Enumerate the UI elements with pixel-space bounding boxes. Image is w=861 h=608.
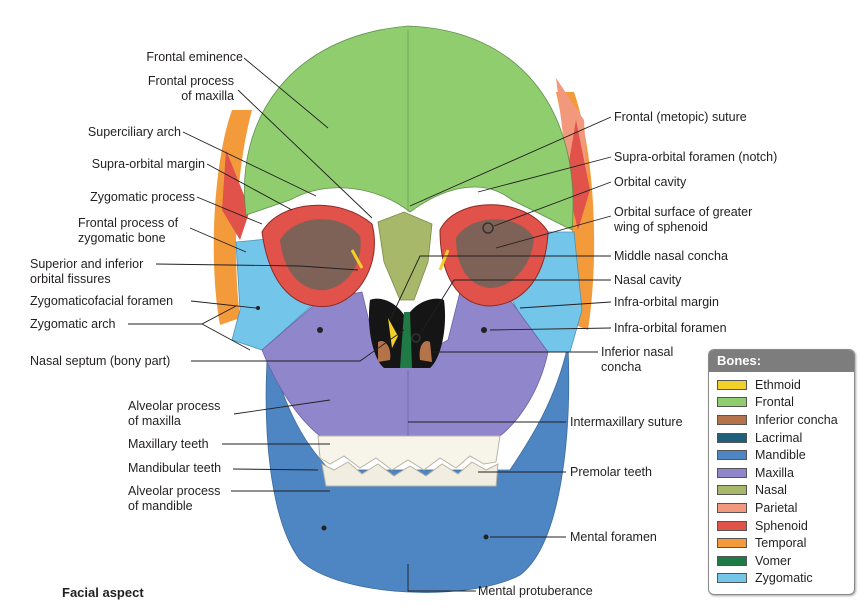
sphenoid-bone-left [222,150,250,240]
legend-item-mandible: Mandible [717,446,854,464]
legend-swatch [717,414,747,425]
label-zygomaticofacial-foramen: Zygomaticofacial foramen [30,294,174,308]
legend-swatch [717,450,747,461]
leader-lines-right [389,116,612,592]
nasal-septum [400,312,412,368]
legend-swatch [717,485,747,496]
legend-label: Sphenoid [755,518,808,533]
label-zygomatic-arch: Zygomatic arch [30,317,116,331]
nasal-cavity-marker [411,333,421,343]
legend-label: Parietal [755,500,798,515]
legend-title: Bones: [709,350,854,372]
label-zygomatic-process: Zygomatic process [90,190,195,204]
label-intermaxillary-suture: Intermaxillary suture [570,415,683,429]
legend-item-lacrimal: Lacrimal [717,429,854,447]
label-supra-orbital-margin: Supra-orbital margin [91,157,205,171]
legend-swatch [717,467,747,478]
legend-label: Frontal [755,395,794,410]
legend-item-frontal: Frontal [717,394,854,412]
label-supra-orbital-foramen: Supra-orbital foramen (notch) [614,150,778,164]
legend-item-sphenoid: Sphenoid [717,517,854,535]
legend-swatch [717,397,747,408]
nasal-bone [377,211,433,301]
legend-item-zygomatic: Zygomatic [717,570,854,588]
label-maxillary-teeth: Maxillary teeth [128,437,209,451]
label-orbital-fissures: Superior and inferior orbital fissures [30,257,144,286]
label-orbital-cavity: Orbital cavity [614,175,687,189]
label-alveolar-process-of-mandible: Alveolar process of mandible [128,484,221,513]
label-premolar-teeth: Premolar teeth [570,465,652,479]
legend-swatch [717,379,747,390]
label-middle-nasal-concha: Middle nasal concha [614,249,728,263]
label-frontal-metopic-suture: Frontal (metopic) suture [614,110,747,124]
figure-caption: Facial aspect [62,585,144,600]
mental-foramen-left [321,525,327,531]
legend-swatch [717,555,747,566]
label-superciliary-arch: Superciliary arch [87,125,181,139]
orbit-shadow-left [280,219,361,291]
label-frontal-eminence: Frontal eminence [146,50,243,64]
legend-item-maxilla: Maxilla [717,464,854,482]
orbit-shadow-right [456,219,534,288]
label-nasal-cavity: Nasal cavity [614,273,682,287]
legend-label: Ethmoid [755,377,801,392]
label-mental-foramen: Mental foramen [570,530,657,544]
legend-label: Vomer [755,553,792,568]
legend-label: Temporal [755,536,807,551]
frontal-bone [244,25,574,231]
legend-swatch [717,538,747,549]
mandibular-teeth [321,461,499,487]
label-infra-orbital-margin: Infra-orbital margin [614,295,719,309]
legend-label: Maxilla [755,465,794,480]
legend-swatch [717,573,747,584]
legend-label: Nasal [755,483,787,498]
legend-swatch [717,502,747,513]
legend-swatch [717,520,747,531]
label-frontal-process-of-zygomatic-bone: Frontal process of zygomatic bone [78,216,179,245]
middle-concha [388,318,398,348]
legend-swatch [717,432,747,443]
label-alveolar-process-of-maxilla: Alveolar process of maxilla [128,399,221,428]
legend-label: Lacrimal [755,430,803,445]
orbital-fissure-left [350,249,364,269]
legend-label: Inferior concha [755,412,838,427]
legend-label: Mandible [755,448,806,463]
mental-foramen-right [483,534,489,540]
legend-item-inferior-concha: Inferior concha [717,411,854,429]
maxillary-teeth [317,435,501,471]
label-mandibular-teeth: Mandibular teeth [128,461,222,475]
infra-orbital-foramen-right [481,327,487,333]
label-infra-orbital-foramen: Infra-orbital foramen [614,321,727,335]
legend-item-vomer: Vomer [717,552,854,570]
leader-lines-left [128,57,405,492]
orbital-cavity-marker [482,222,494,234]
legend-item-nasal: Nasal [717,482,854,500]
label-frontal-process-of-maxilla: Frontal process of maxilla [147,74,234,103]
legend-item-temporal: Temporal [717,534,854,552]
legend-label: Zygomatic [755,571,813,586]
inferior-concha-right [419,340,432,362]
label-mental-protuberance: Mental protuberance [478,584,593,598]
label-inferior-nasal-concha: Inferior nasal concha [601,345,674,374]
legend-item-parietal: Parietal [717,499,854,517]
infra-orbital-foramen-left [317,327,323,333]
zygomaticofacial-foramen [256,306,260,310]
label-orbital-surface-greater-wing: Orbital surface of greater wing of sphen… [614,205,753,234]
label-nasal-septum: Nasal septum (bony part) [30,354,171,368]
orbital-fissure-right [438,249,450,271]
legend-item-ethmoid: Ethmoid [717,376,854,394]
